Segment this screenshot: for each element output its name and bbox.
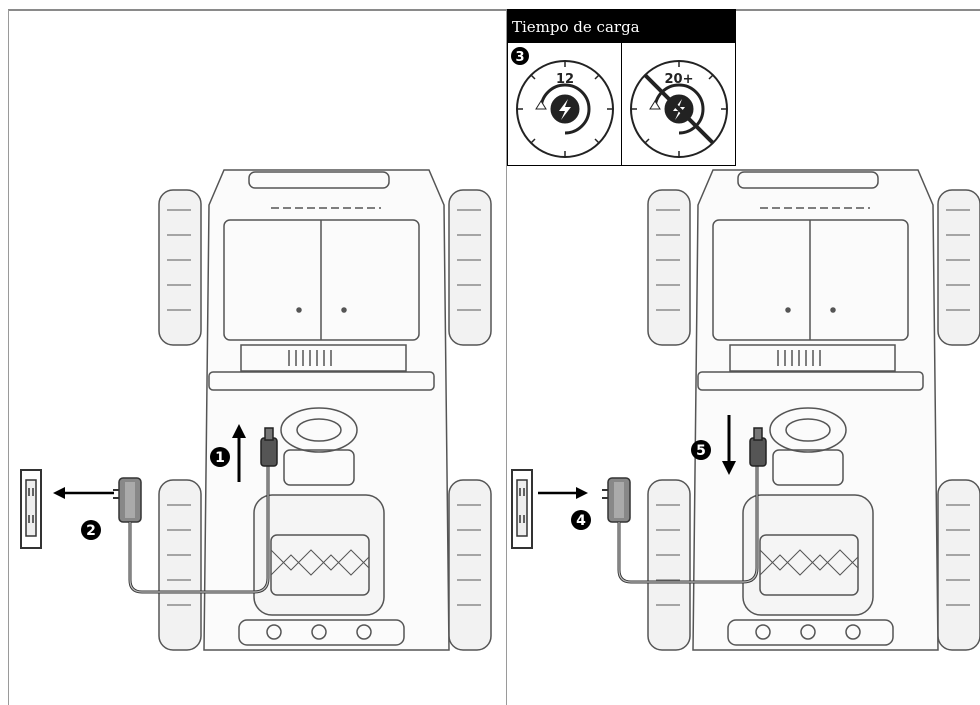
vehicle-top-view	[158, 169, 492, 651]
charge-timer-12: 12	[516, 60, 614, 158]
power-adapter	[602, 477, 631, 523]
step-badge-3: 3	[511, 47, 529, 65]
timer-value: 12	[556, 72, 574, 87]
step-number: 2	[86, 523, 96, 539]
plug-in-arrow	[538, 487, 588, 499]
charging-time-panels: 3 12 20+	[511, 47, 728, 158]
step-badge-2: 2	[81, 520, 101, 540]
lightning-bolt-icon	[559, 99, 571, 120]
charge-timer-20-plus: 20+	[630, 60, 728, 158]
step-badge-5: 5	[691, 440, 711, 460]
wall-socket	[20, 469, 42, 549]
left-scene: 1 2	[20, 169, 492, 651]
power-adapter	[113, 477, 142, 523]
left-border	[8, 10, 9, 705]
panel-divider	[621, 43, 622, 166]
charging-plug	[260, 427, 278, 467]
step-badge-1: 1	[210, 447, 230, 467]
step-badge-4: 4	[571, 510, 591, 530]
top-divider	[8, 9, 980, 11]
step-number: 4	[576, 513, 586, 529]
timer-value: 20+	[665, 72, 694, 87]
center-divider	[506, 10, 507, 705]
prohibition-slash	[643, 73, 715, 145]
step-number: 5	[696, 443, 706, 459]
right-scene: 5 4	[511, 169, 980, 651]
connect-arrow	[722, 415, 736, 475]
unplug-arrow	[53, 487, 114, 499]
charging-time-box: Tiempo de carga 3 12	[507, 9, 736, 166]
wall-socket	[511, 469, 533, 549]
step-number: 1	[215, 450, 225, 466]
charging-time-title: Tiempo de carga	[512, 18, 640, 36]
vehicle-top-view	[647, 169, 980, 651]
disconnect-arrow	[232, 424, 246, 482]
charging-time-header: Tiempo de carga	[508, 10, 735, 43]
step-number: 3	[515, 50, 524, 65]
charging-plug	[749, 427, 767, 467]
